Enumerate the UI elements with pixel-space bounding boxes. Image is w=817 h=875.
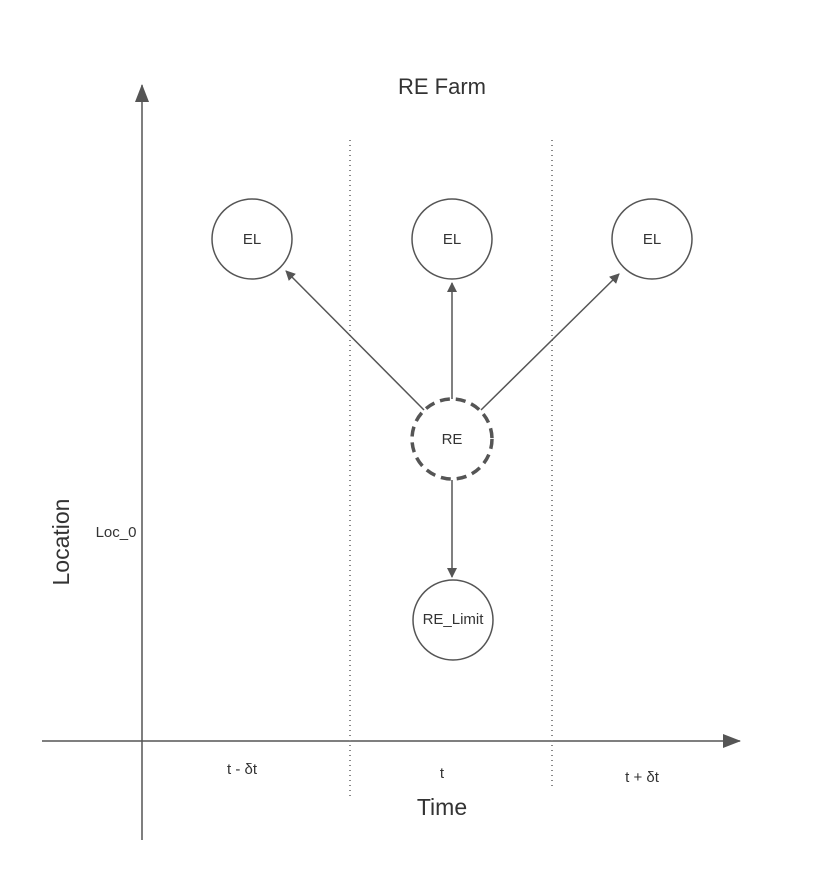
- y-axis-title: Location: [48, 499, 74, 586]
- node-re-limit: RE_Limit: [412, 579, 494, 661]
- diagram-title: RE Farm: [398, 74, 486, 99]
- node-re-limit-circle: [412, 579, 494, 661]
- node-el-left-label: EL: [243, 231, 261, 248]
- location-tick-label: Loc_0: [96, 524, 137, 541]
- node-el-right-circle: [611, 198, 693, 280]
- time-tick-current: t: [440, 765, 445, 782]
- node-el-center-label: EL: [443, 231, 461, 248]
- arrow-re-to-el-right: [480, 273, 620, 411]
- arrow-re-to-el-left: [285, 270, 425, 411]
- time-tick-after: t + δt: [625, 769, 660, 786]
- node-el-right-label: EL: [643, 231, 661, 248]
- node-re: RE: [410, 397, 494, 481]
- time-tick-before: t - δt: [227, 761, 258, 778]
- node-el-right: EL: [611, 198, 693, 280]
- node-el-center: EL: [411, 198, 493, 280]
- node-re-limit-label: RE_Limit: [423, 611, 485, 628]
- node-re-label: RE: [442, 431, 463, 448]
- node-el-center-circle: [411, 198, 493, 280]
- node-re-circle: [410, 397, 494, 481]
- node-el-left: EL: [211, 198, 293, 280]
- x-axis-title: Time: [417, 794, 467, 820]
- node-el-left-circle: [211, 198, 293, 280]
